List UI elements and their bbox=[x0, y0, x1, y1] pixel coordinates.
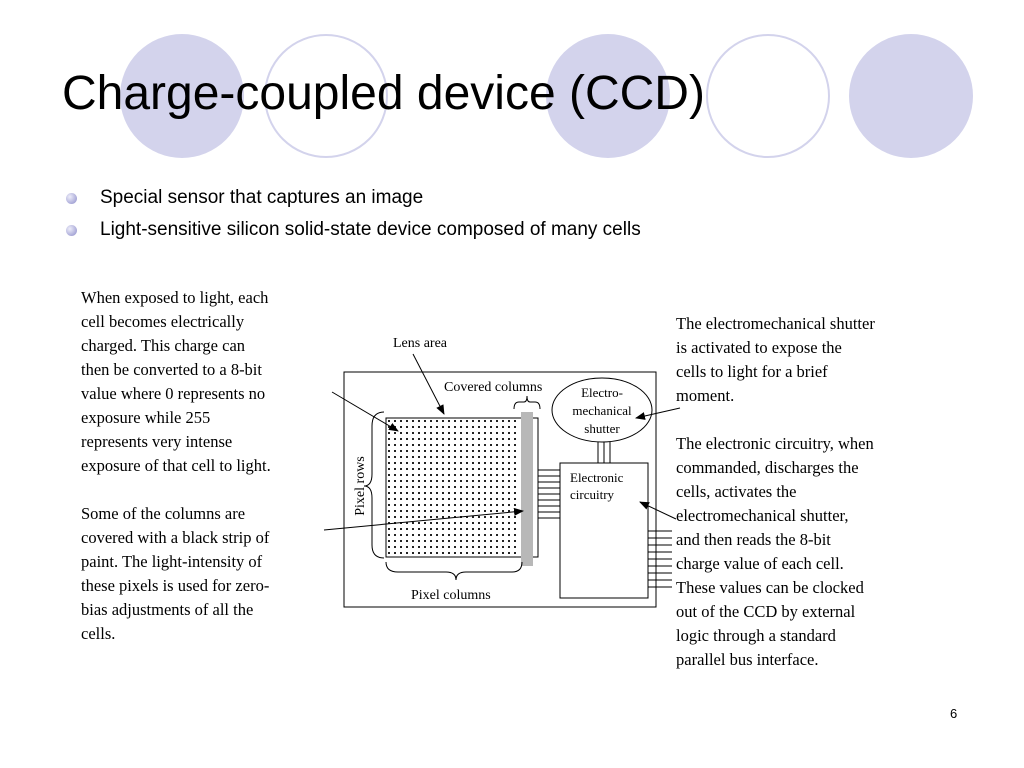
decor-circle-filled bbox=[546, 34, 670, 158]
exposure-arrow bbox=[331, 391, 399, 432]
covered-columns-brace bbox=[513, 395, 541, 410]
bullet-text: Light-sensitive silicon solid-state devi… bbox=[100, 219, 641, 240]
pixel-rows-label: Pixel rows bbox=[353, 456, 368, 516]
electronic-circuitry-box bbox=[559, 462, 649, 599]
bullet-dot-icon bbox=[66, 225, 77, 236]
pixel-rows-brace bbox=[363, 411, 385, 559]
decor-circle-filled bbox=[120, 34, 244, 158]
electromechanical-shutter bbox=[551, 377, 653, 443]
bullet-item: Special sensor that captures an image bbox=[66, 186, 641, 218]
bullet-item: Light-sensitive silicon solid-state devi… bbox=[66, 218, 641, 250]
shutter-label-line1: Electro- bbox=[581, 385, 623, 400]
lens-area-arrow bbox=[412, 353, 445, 415]
circuitry-arrow bbox=[639, 501, 677, 520]
decor-circle-outline bbox=[706, 34, 830, 158]
covered-columns-description: Some of the columns are covered with a b… bbox=[81, 504, 270, 643]
page-number: 6 bbox=[950, 706, 958, 721]
decor-circle-outline bbox=[264, 34, 388, 158]
bullet-text: Special sensor that captures an image bbox=[100, 187, 424, 208]
ccd-chip-outline bbox=[343, 371, 657, 608]
shutter-arrow bbox=[635, 407, 681, 420]
lens-area-label: Lens area bbox=[393, 336, 448, 351]
circuitry-label-line1: Electronic bbox=[570, 470, 624, 485]
shutter-wires bbox=[597, 440, 611, 463]
slide-title: Charge-coupled device (CCD) bbox=[62, 67, 705, 120]
shutter-description: The electromechanical shutter is activat… bbox=[676, 314, 875, 405]
covered-columns-label: Covered columns bbox=[444, 380, 542, 395]
exposure-description: When exposed to light, each cell becomes… bbox=[81, 288, 271, 475]
array-bus-lines bbox=[538, 469, 560, 519]
shutter-label-line2: mechanical bbox=[572, 403, 632, 418]
decor-circle-filled bbox=[849, 34, 973, 158]
covered-strip bbox=[521, 412, 533, 566]
circuitry-label-line2: circuitry bbox=[570, 487, 615, 502]
pixel-columns-label: Pixel columns bbox=[411, 588, 491, 603]
bullet-dot-icon bbox=[66, 193, 77, 204]
covered-strip-arrow bbox=[323, 507, 524, 531]
shutter-label-line3: shutter bbox=[584, 421, 620, 436]
bullet-list: Special sensor that captures an image Li… bbox=[66, 186, 641, 250]
circuitry-description: The electronic circuitry, when commanded… bbox=[676, 434, 874, 669]
pixel-columns-brace bbox=[385, 561, 523, 581]
output-bus-lines bbox=[648, 530, 672, 588]
pixel-array bbox=[388, 420, 520, 555]
